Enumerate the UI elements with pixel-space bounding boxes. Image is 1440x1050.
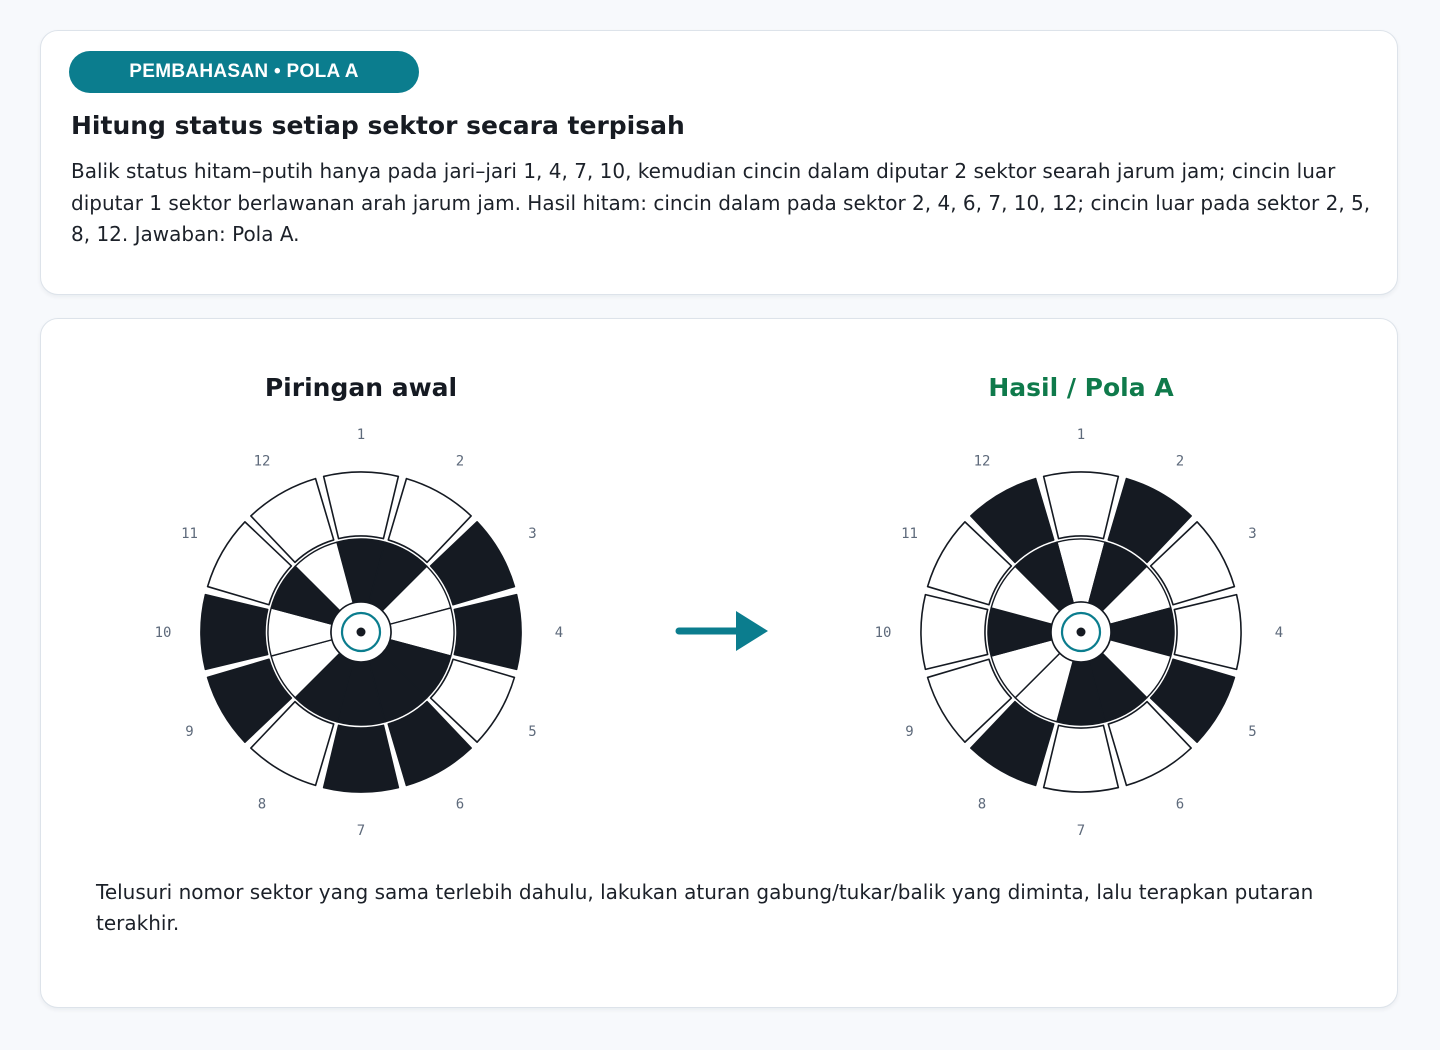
initial-sector-label-7: 7 — [357, 823, 365, 839]
section-badge: PEMBAHASAN • POLA A — [69, 51, 419, 93]
result-sector-label-9: 9 — [905, 724, 913, 740]
initial-sector-label-3: 3 — [528, 526, 536, 542]
initial-sector-label-6: 6 — [456, 796, 464, 812]
initial-sector-label-10: 10 — [155, 625, 172, 641]
initial-outer-sector-1 — [322, 471, 400, 540]
initial-outer-sector-4 — [453, 593, 522, 671]
result-sector-label-1: 1 — [1077, 427, 1085, 443]
initial-outer-sector-11 — [206, 521, 293, 606]
result-sector-label-10: 10 — [875, 625, 892, 641]
result-outer-sector-10 — [920, 593, 989, 671]
result-disc-title: Hasil / Pola A — [988, 373, 1174, 402]
result-sector-label-3: 3 — [1248, 526, 1256, 542]
initial-sector-label-5: 5 — [528, 724, 536, 740]
result-outer-sector-3 — [1149, 521, 1236, 606]
result-sector-label-12: 12 — [974, 454, 991, 470]
initial-sector-label-4: 4 — [555, 625, 563, 641]
result-center-dot-icon — [1060, 611, 1102, 653]
initial-sector-label-8: 8 — [258, 796, 266, 812]
initial-outer-sector-3 — [429, 521, 516, 606]
result-sector-label-8: 8 — [978, 796, 986, 812]
result-outer-sector-11 — [926, 521, 1013, 606]
result-outer-sector-2 — [1107, 477, 1192, 564]
explanation-card: PEMBAHASAN • POLA A Hitung status setiap… — [40, 30, 1398, 295]
result-sector-label-5: 5 — [1248, 724, 1256, 740]
result-sector-label-2: 2 — [1176, 454, 1184, 470]
result-outer-sector-9 — [926, 658, 1013, 743]
result-outer-sector-8 — [970, 700, 1055, 787]
explanation-text: Balik status hitam–putih hanya pada jari… — [71, 159, 1371, 246]
initial-outer-sector-10 — [200, 593, 269, 671]
result-sector-label-6: 6 — [1176, 796, 1184, 812]
result-outer-sector-7 — [1042, 724, 1120, 793]
right-arrow-icon — [675, 611, 768, 651]
result-outer-sector-5 — [1149, 658, 1236, 743]
result-sector-label-11: 11 — [901, 526, 918, 542]
initial-center-dot-icon — [340, 611, 382, 653]
initial-sector-label-9: 9 — [185, 724, 193, 740]
initial-outer-sector-8 — [250, 700, 335, 787]
explanation-title: Hitung status setiap sektor secara terpi… — [71, 111, 685, 140]
result-outer-sector-6 — [1107, 700, 1192, 787]
result-sector-label-4: 4 — [1275, 625, 1283, 641]
initial-outer-sector-12 — [250, 477, 335, 564]
initial-outer-sector-9 — [206, 658, 293, 743]
hint-text: Telusuri nomor sektor yang sama terlebih… — [96, 880, 1314, 935]
initial-sector-label-11: 11 — [181, 526, 198, 542]
initial-outer-sector-7 — [322, 724, 400, 793]
initial-outer-sector-2 — [387, 477, 472, 564]
result-outer-sector-4 — [1173, 593, 1242, 671]
initial-disc-title: Piringan awal — [265, 373, 457, 402]
result-outer-sector-1 — [1042, 471, 1120, 540]
result-sector-label-7: 7 — [1077, 823, 1085, 839]
initial-outer-sector-6 — [387, 700, 472, 787]
initial-sector-label-2: 2 — [456, 454, 464, 470]
initial-sector-label-12: 12 — [254, 454, 271, 470]
initial-sector-label-1: 1 — [357, 427, 365, 443]
result-outer-sector-12 — [970, 477, 1055, 564]
initial-outer-sector-5 — [429, 658, 516, 743]
